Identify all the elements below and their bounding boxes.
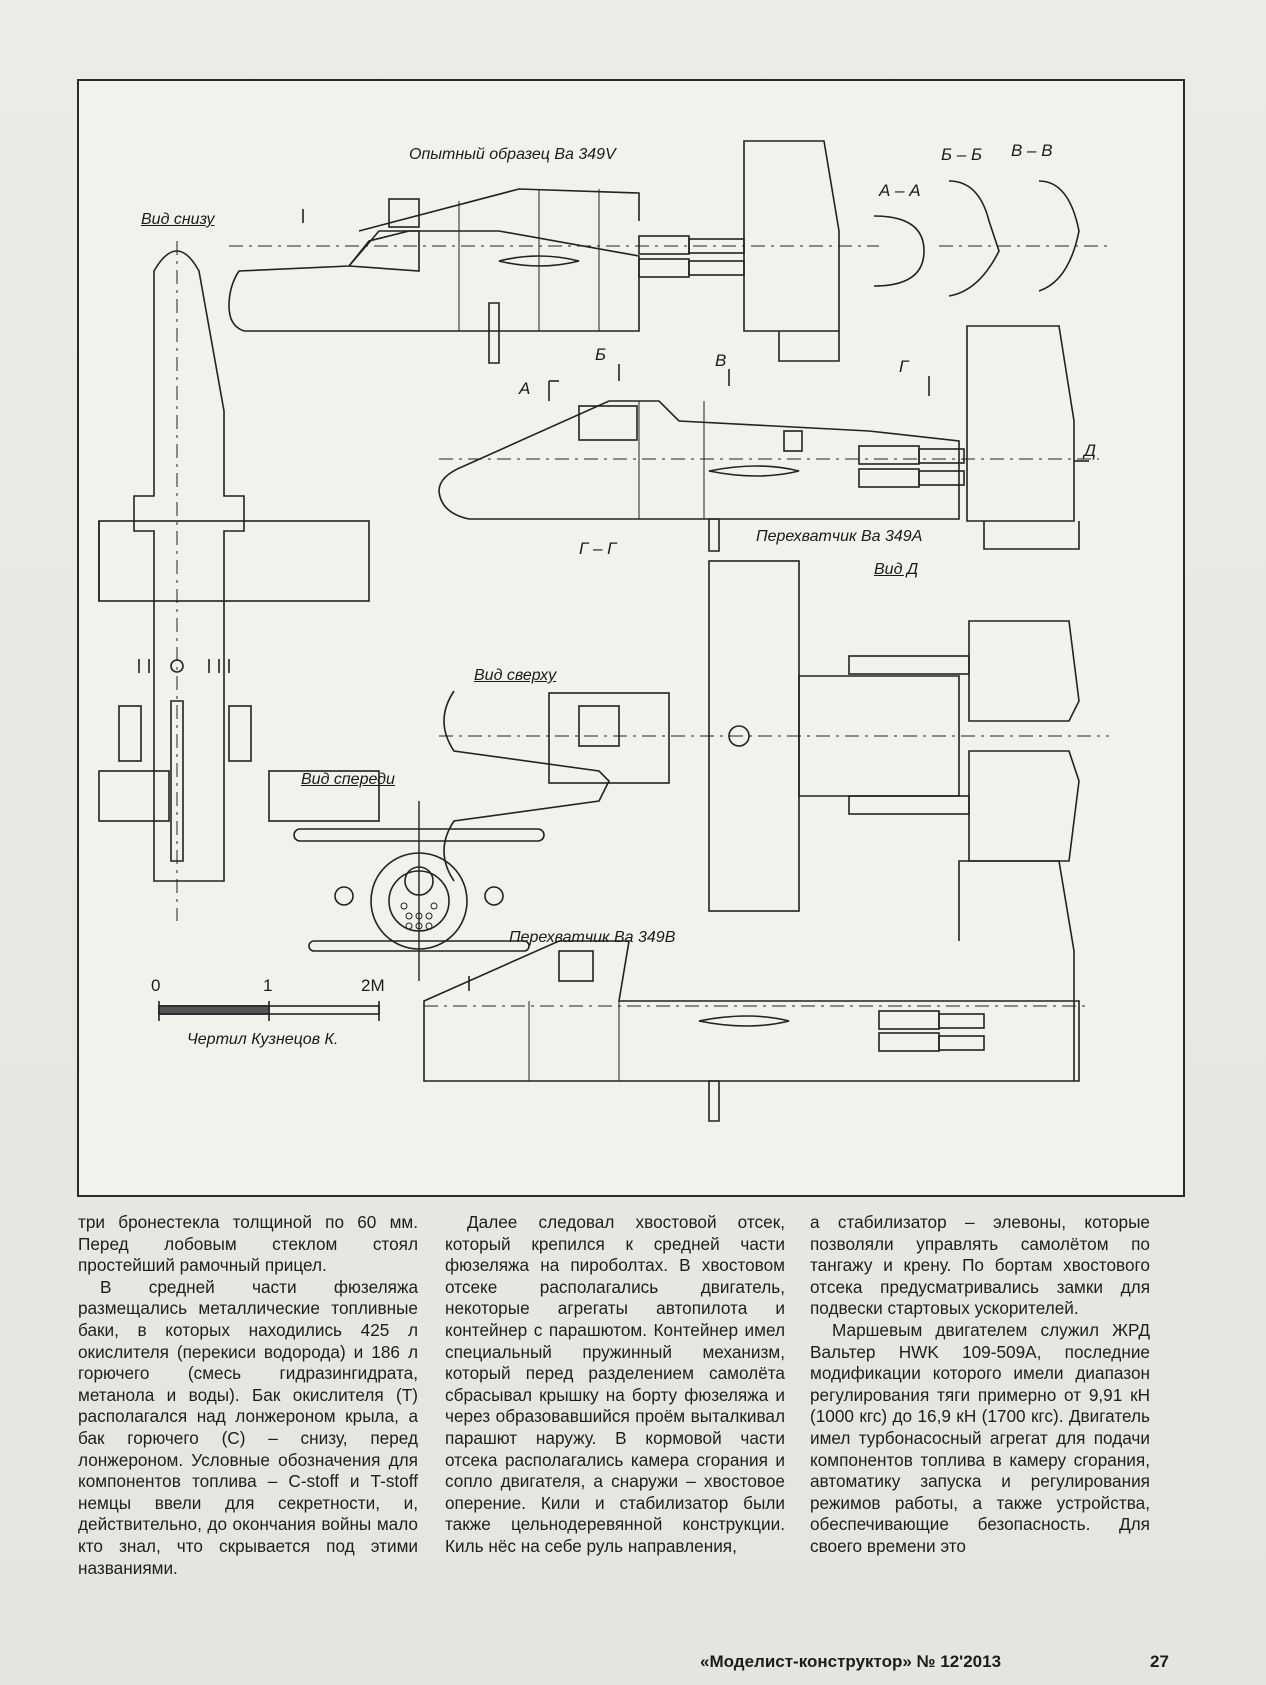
section-aa-label: А – А [879,181,921,200]
paragraph: три бронестекла толщиной по 60 мм. Перед… [78,1212,418,1276]
top-view [439,560,1109,912]
section-vv-label: В – В [1011,141,1053,160]
section-bb-label: Б – Б [941,145,983,164]
scale-label-1: 1 [263,976,273,995]
marker-d: Д [1084,441,1096,460]
marker-b: Б [595,345,607,364]
text-column-3: а стабилизатор – элевоны, которые позвол… [810,1212,1150,1558]
interceptor-b-side-view [423,860,1089,1122]
bottom-view [98,241,380,921]
scale-label-2: 2М [361,976,385,995]
paragraph: Далее следовал хвостовой отсек, который … [445,1212,785,1556]
prototype-side-view [228,140,1109,364]
marker-g: Г [899,357,909,376]
magazine-issue: «Моделист-конструктор» № 12'2013 [700,1652,1002,1671]
text-column-1: три бронестекла толщиной по 60 мм. Перед… [78,1212,418,1579]
paragraph: а стабилизатор – элевоны, которые позвол… [810,1212,1150,1319]
technical-drawing: Опытный образец Ва 349V Вид снизу А – А … [77,79,1185,1197]
paragraph: В средней части фюзеляжа размещались мет… [78,1276,418,1578]
interceptor-a-label: Перехватчик Ва 349А [756,528,923,545]
marker-a: А [519,379,531,398]
scale-label-0: 0 [151,976,161,995]
marker-v: В [715,351,727,370]
front-view-label: Вид спереди [301,771,395,788]
aircraft-blueprint [98,140,1109,1122]
interceptor-b-label: Перехватчик Ва 349В [509,929,676,946]
top-view-label: Вид сверху [474,667,557,684]
page-number: 27 [1150,1652,1169,1671]
paragraph: Маршевым двигателем служил ЖРД Вальтер H… [810,1319,1150,1556]
interceptor-a-side-view [438,325,1099,552]
scale-bar [158,1001,380,1021]
text-column-2: Далее следовал хвостовой отсек, который … [445,1212,785,1558]
view-d-label: Вид Д [874,561,919,578]
section-gg-label: Г – Г [579,539,617,558]
author-credit: Чертил Кузнецов К. [187,1031,339,1048]
bottom-view-label: Вид снизу [141,211,215,228]
prototype-label: Опытный образец Ва 349V [409,146,616,163]
front-view [293,801,545,981]
